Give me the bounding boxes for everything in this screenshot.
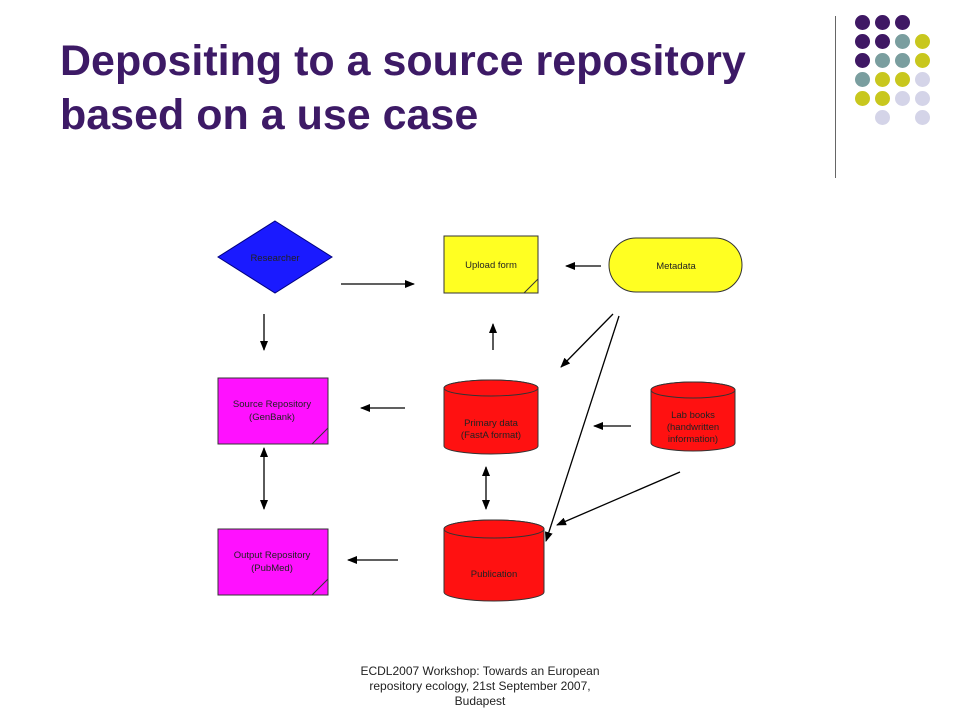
node-lab-books-label-1: Lab books	[671, 410, 715, 421]
node-output-repository-shape	[217, 528, 329, 596]
edge-metadata-to-publication	[544, 315, 620, 542]
node-output-repository-fold	[311, 578, 329, 596]
decorative-dot	[895, 34, 910, 49]
slide-footer: ECDL2007 Workshop: Towards an European r…	[330, 664, 630, 709]
decorative-dot	[915, 34, 930, 49]
node-primary-data: Primary data (FastA format)	[443, 379, 539, 455]
decorative-dot	[875, 53, 890, 68]
decorative-dot	[875, 72, 890, 87]
footer-line-1: ECDL2007 Workshop: Towards an European	[360, 664, 600, 678]
node-publication: Publication	[443, 519, 545, 602]
decorative-dot	[855, 15, 870, 30]
decorative-dot	[855, 53, 870, 68]
node-source-repository-label-2: (GenBank)	[249, 412, 295, 423]
decorative-dot	[895, 15, 910, 30]
slide-title-line-2: based on a use case	[60, 91, 479, 139]
decorative-dot	[855, 91, 870, 106]
decorative-dot	[895, 91, 910, 106]
decorative-dot	[875, 91, 890, 106]
decorative-dot	[895, 72, 910, 87]
decorative-dot	[855, 72, 870, 87]
decorative-dot	[915, 110, 930, 125]
node-source-repository-fold	[311, 427, 329, 445]
decorative-dot	[875, 15, 890, 30]
decorative-dot	[915, 53, 930, 68]
decorative-dot	[915, 91, 930, 106]
node-publication-top	[443, 519, 545, 539]
node-lab-books: Lab books (handwritten information)	[650, 381, 736, 452]
node-source-repository-label-1: Source Repository	[233, 399, 311, 410]
node-primary-data-label-2: (FastA format)	[461, 430, 521, 441]
decorative-dot	[875, 110, 890, 125]
node-lab-books-label-3: information)	[668, 434, 718, 445]
title-divider	[835, 16, 836, 178]
footer-line-2: repository ecology, 21st September 2007,	[369, 679, 591, 693]
decorative-dot	[895, 53, 910, 68]
node-primary-data-top	[443, 379, 539, 397]
node-metadata-label: Metadata	[656, 261, 696, 272]
node-upload-form: Upload form	[443, 235, 539, 294]
node-metadata-shape	[608, 237, 743, 293]
node-metadata: Metadata	[608, 237, 743, 293]
node-researcher: Researcher	[217, 220, 333, 294]
node-source-repository: Source Repository (GenBank)	[217, 377, 329, 445]
edge-lab-books-to-publication	[556, 471, 681, 526]
node-lab-books-top	[650, 381, 736, 399]
decorative-dot	[875, 34, 890, 49]
decorative-dot	[855, 34, 870, 49]
node-output-repository: Output Repository (PubMed)	[217, 528, 329, 596]
node-output-repository-label-1: Output Repository	[234, 550, 311, 561]
node-lab-books-label-2: (handwritten	[667, 422, 719, 433]
node-upload-form-shape	[443, 235, 539, 294]
edge-metadata-to-primary-data	[560, 313, 614, 368]
node-researcher-shape	[217, 220, 333, 294]
slide-title: Depositing to a source repository based …	[60, 34, 820, 142]
node-upload-form-label: Upload form	[465, 260, 517, 271]
node-output-repository-label-2: (PubMed)	[251, 563, 293, 574]
decorative-dot	[915, 72, 930, 87]
node-upload-form-fold	[523, 278, 539, 294]
node-primary-data-label-1: Primary data	[464, 418, 519, 429]
node-source-repository-shape	[217, 377, 329, 445]
slide-title-line-1: Depositing to a source repository	[60, 37, 746, 85]
node-researcher-label: Researcher	[250, 253, 299, 264]
footer-line-3: Budapest	[454, 694, 506, 708]
node-publication-label: Publication	[471, 569, 517, 580]
